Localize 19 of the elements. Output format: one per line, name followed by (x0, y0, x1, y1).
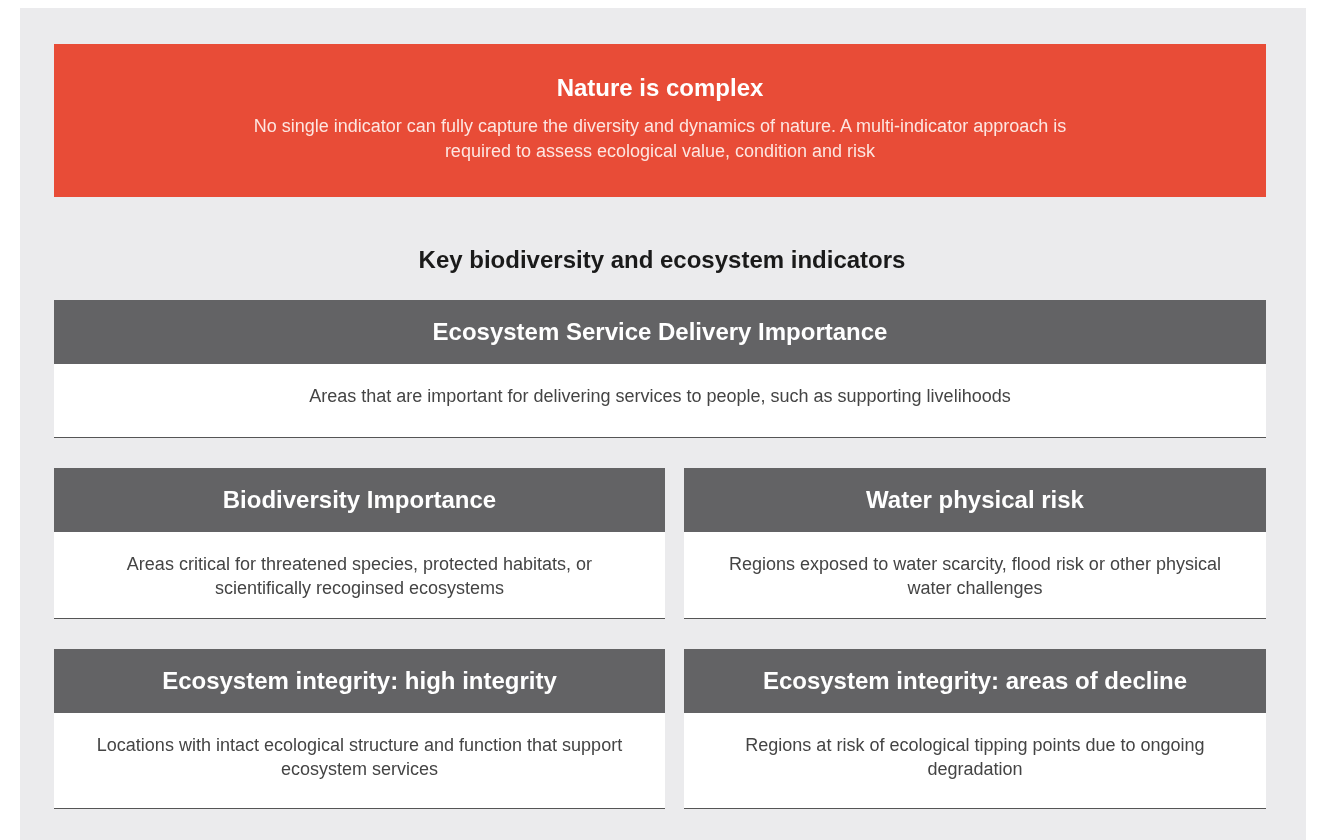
card-description: Locations with intact ecological structure and function that support ecosystem services (95, 734, 624, 781)
indicator-card (684, 649, 1266, 809)
indicator-card (54, 468, 665, 619)
banner-text: No single indicator can fully capture the diversity and dynamics of nature. A multi-indicator approach is required to assess ecological value, condition and risk (252, 115, 1068, 163)
card-description: Areas critical for threatened species, protected habitats, or scientifically recoginsed ecosystems (125, 553, 594, 600)
card-header: Ecosystem Service Delivery Importance (54, 300, 1266, 364)
section-title: Key biodiversity and ecosystem indicators (418, 246, 906, 274)
card-header: Ecosystem integrity: high integrity (54, 649, 665, 713)
card-header: Biodiversity Importance (54, 468, 665, 532)
card-description: Regions exposed to water scarcity, flood risk or other physical water challenges (728, 553, 1222, 600)
indicator-card (54, 649, 665, 809)
card-description: Regions at risk of ecological tipping points due to ongoing degradation (744, 734, 1206, 781)
indicator-card (684, 468, 1266, 619)
card-header: Water physical risk (684, 468, 1266, 532)
banner-heading: Nature is complex (556, 74, 764, 102)
indicator-card (54, 300, 1266, 438)
card-header: Ecosystem integrity: areas of decline (684, 649, 1266, 713)
banner-box (54, 44, 1266, 197)
card-description: Areas that are important for delivering services to people, such as supporting livelihoods (309, 385, 1011, 408)
